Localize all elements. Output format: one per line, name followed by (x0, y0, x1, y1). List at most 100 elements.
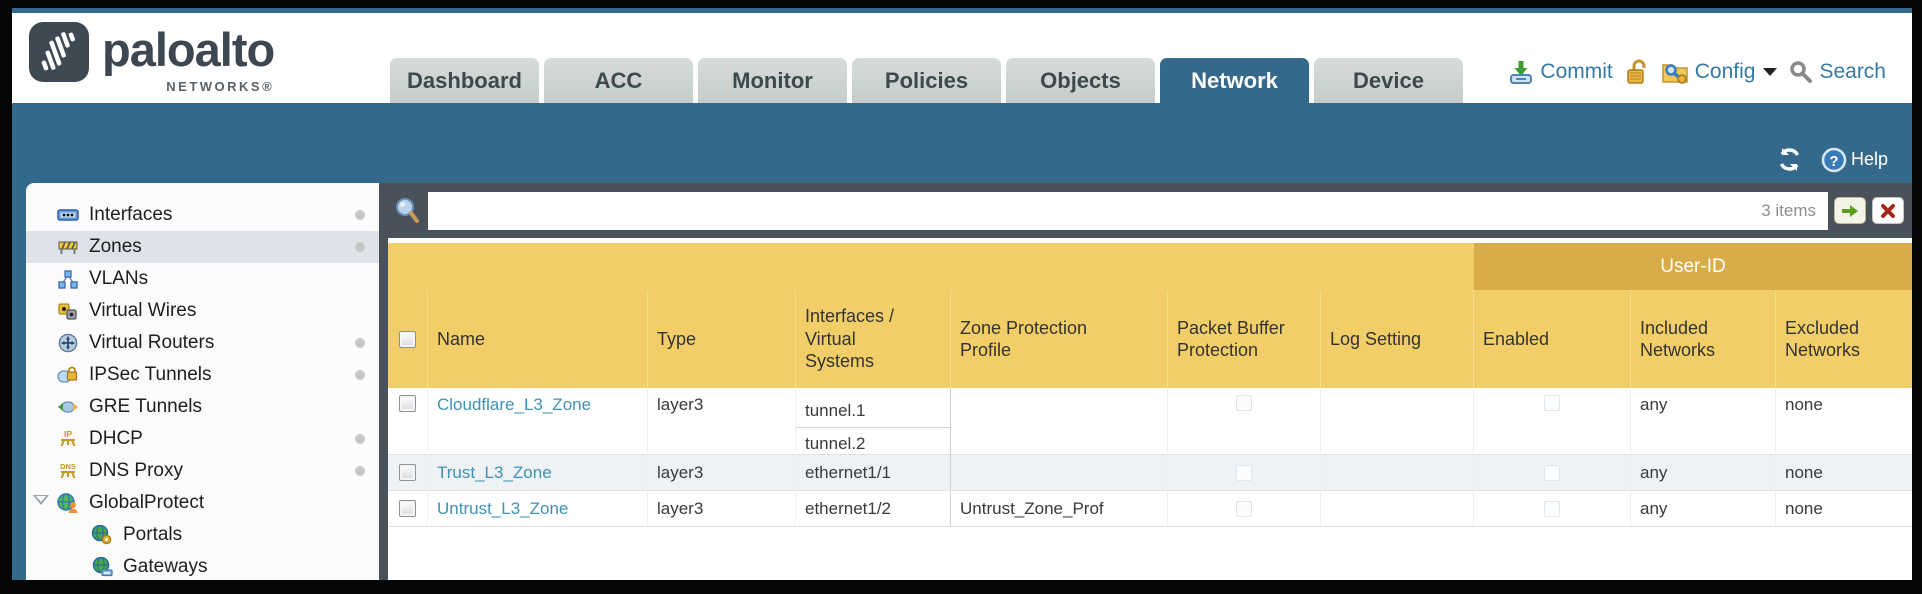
sidebar-item-label: GlobalProtect (89, 492, 205, 513)
sidebar-item-portals[interactable]: Portals (26, 519, 379, 551)
col-header-name[interactable]: Name (428, 290, 648, 388)
col-header-enabled[interactable]: Enabled (1474, 290, 1631, 388)
row-select-cell (388, 491, 428, 526)
sidebar-item-globalprotect[interactable]: GlobalProtect (26, 487, 379, 519)
col-header-packet-buffer-protection[interactable]: Packet Buffer Protection (1168, 290, 1321, 388)
row-checkbox[interactable] (399, 464, 416, 481)
expander-triangle-icon[interactable] (33, 495, 49, 505)
sidebar-item-dns-proxy[interactable]: DNS DNS Proxy (26, 455, 379, 487)
dns-proxy-icon: DNS (56, 461, 80, 481)
tab-objects[interactable]: Objects (1006, 58, 1155, 103)
packet-buffer-checkbox[interactable] (1236, 500, 1252, 517)
commit-label: Commit (1540, 60, 1613, 83)
table-row: Trust_L3_Zone layer3 ethernet1/1 any non… (388, 455, 1912, 491)
config-icon (1662, 64, 1688, 84)
sidebar-item-dhcp[interactable]: IP DHCP (26, 423, 379, 455)
zone-interfaces-cell: ethernet1/2 (796, 491, 951, 526)
interface-entry: tunnel.1 (796, 395, 950, 428)
packet-buffer-checkbox[interactable] (1236, 464, 1252, 481)
zone-name-link[interactable]: Untrust_L3_Zone (437, 498, 569, 518)
tab-monitor[interactable]: Monitor (698, 58, 847, 103)
brand-subtitle: NETWORKS® (166, 79, 275, 94)
row-checkbox[interactable] (399, 395, 416, 412)
user-id-enabled-cell (1474, 455, 1631, 490)
config-menu[interactable]: Config (1661, 59, 1778, 85)
gateways-icon (90, 557, 114, 577)
user-id-group-header: User-ID (1474, 243, 1912, 290)
zone-name-cell: Cloudflare_L3_Zone (428, 388, 648, 461)
tab-acc[interactable]: ACC (544, 58, 693, 103)
refresh-icon[interactable] (1776, 146, 1803, 173)
band-tools: ? Help (1776, 146, 1888, 173)
table-filter-bar: 3 items (388, 183, 1912, 238)
clear-filter-button[interactable] (1872, 197, 1904, 224)
packet-buffer-protection-cell (1168, 388, 1321, 461)
tab-policies[interactable]: Policies (852, 58, 1001, 103)
chevron-down-icon (1763, 68, 1778, 76)
help-button[interactable]: ? Help (1821, 147, 1888, 173)
dhcp-icon: IP (56, 429, 80, 449)
commit-icon (1510, 61, 1533, 84)
sidebar-item-label: Virtual Wires (89, 300, 197, 321)
col-header-log-setting[interactable]: Log Setting (1321, 290, 1474, 388)
col-header-interfaces[interactable]: Interfaces / Virtual Systems (796, 290, 951, 388)
row-checkbox[interactable] (399, 500, 416, 517)
sidebar-item-virtual-routers[interactable]: Virtual Routers (26, 327, 379, 359)
sidebar-item-zones[interactable]: Zones (26, 231, 379, 263)
search-menu[interactable]: Search (1789, 60, 1886, 84)
col-header-included-networks[interactable]: Included Networks (1631, 290, 1776, 388)
tab-dashboard[interactable]: Dashboard (390, 58, 539, 103)
sidebar-nav: Interfaces Zones VLANs Virtua (26, 183, 379, 580)
zone-interfaces-cell: ethernet1/1 (796, 455, 951, 490)
apply-filter-button[interactable] (1834, 197, 1866, 224)
enabled-checkbox[interactable] (1544, 464, 1560, 481)
zone-protection-profile-cell: Untrust_Zone_Prof (951, 491, 1168, 526)
gre-tunnels-icon (56, 398, 80, 416)
enabled-checkbox[interactable] (1544, 395, 1560, 411)
log-setting-cell (1321, 455, 1474, 490)
sidebar-item-label: Virtual Routers (89, 332, 215, 353)
select-all-checkbox[interactable] (399, 330, 416, 348)
zone-type-cell: layer3 (648, 491, 796, 526)
packet-buffer-checkbox[interactable] (1236, 395, 1252, 411)
zones-icon (56, 238, 80, 256)
svg-text:?: ? (1829, 153, 1838, 170)
col-header-excluded-networks[interactable]: Excluded Networks (1785, 317, 1861, 361)
sidebar-item-label: Interfaces (89, 204, 173, 225)
sidebar-item-label: DHCP (89, 428, 143, 449)
sidebar-item-interfaces[interactable]: Interfaces (26, 199, 379, 231)
portals-icon (90, 525, 114, 545)
col-header-type[interactable]: Type (648, 290, 796, 388)
tab-device[interactable]: Device (1314, 58, 1463, 103)
filter-search-icon (396, 197, 419, 223)
svg-text:IP: IP (64, 429, 72, 439)
sidebar-item-gateways[interactable]: Gateways (26, 551, 379, 580)
zone-type-cell: layer3 (648, 388, 796, 461)
table-header: User-ID Name Type Interfaces / Virtual S… (388, 243, 1912, 388)
sidebar-item-vlans[interactable]: VLANs (26, 263, 379, 295)
select-all-cell (388, 290, 428, 388)
zone-name-link[interactable]: Cloudflare_L3_Zone (437, 395, 592, 414)
enabled-checkbox[interactable] (1544, 500, 1560, 517)
help-label: Help (1850, 149, 1888, 169)
sidebar-item-ipsec-tunnels[interactable]: IPSec Tunnels (26, 359, 379, 391)
zone-name-link[interactable]: Trust_L3_Zone (437, 462, 552, 482)
filter-input[interactable] (428, 200, 1762, 221)
sidebar-item-virtual-wires[interactable]: Virtual Wires (26, 295, 379, 327)
table-row: Untrust_L3_Zone layer3 ethernet1/2 Untru… (388, 491, 1912, 527)
sidebar-item-gre-tunnels[interactable]: GRE Tunnels (26, 391, 379, 423)
commit-button[interactable]: Commit (1508, 59, 1613, 85)
excluded-networks-cell: none (1785, 462, 1823, 482)
zone-interfaces-cell: tunnel.1 tunnel.2 (796, 388, 951, 461)
app-frame: paloalto NETWORKS® Dashboard ACC Monitor… (12, 8, 1912, 580)
col-header-zone-protection-profile[interactable]: Zone Protection Profile (951, 290, 1168, 388)
lock-icon[interactable] (1625, 59, 1649, 85)
tab-network[interactable]: Network (1160, 58, 1309, 103)
sidebar-item-label: DNS Proxy (89, 460, 183, 481)
left-gutter (12, 183, 26, 580)
sidebar-item-label: IPSec Tunnels (89, 364, 212, 385)
log-setting-cell (1321, 388, 1474, 461)
status-dot (355, 338, 365, 348)
row-select-cell (388, 455, 428, 490)
